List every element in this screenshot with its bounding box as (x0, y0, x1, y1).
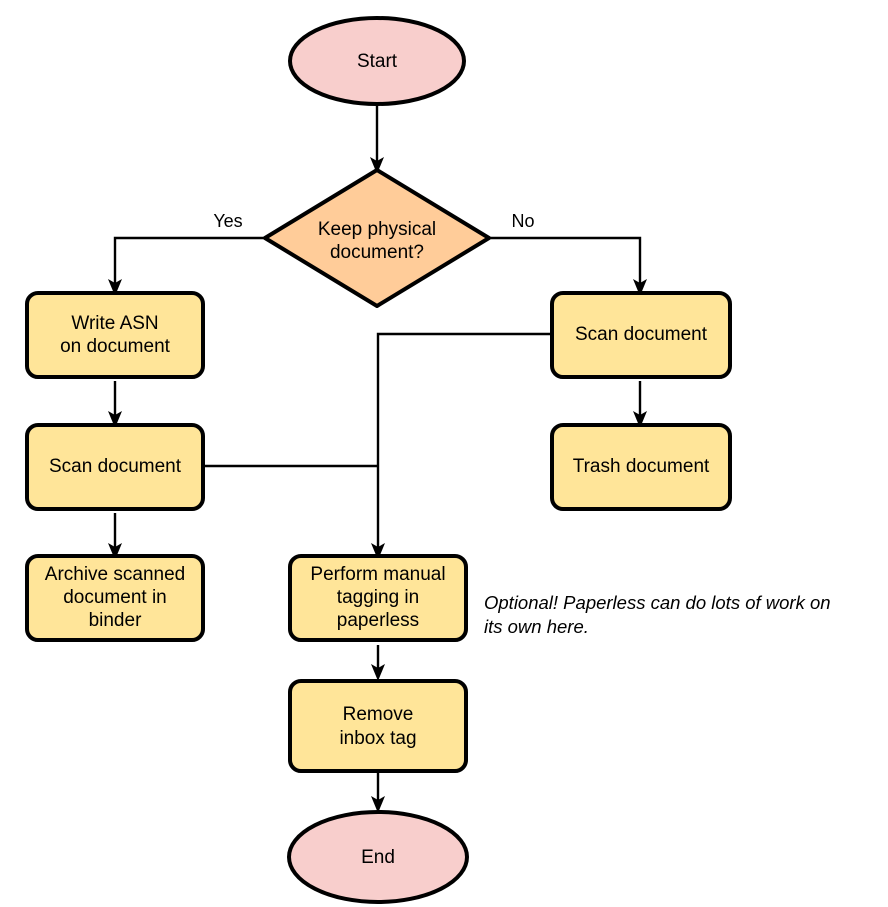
edge-tagging-to-remove-inbox (371, 645, 385, 681)
node-decision-label-line1: Keep physical (318, 219, 436, 240)
edge-decision-no-to-scan-right (490, 236, 647, 296)
node-scan-document-right-label: Scan document (575, 324, 708, 345)
edge-write-asn-to-scan-left (108, 381, 122, 428)
scan-document-right-box[interactable] (550, 291, 732, 379)
edge-remove-inbox-to-end (371, 773, 385, 813)
arrow-head-icon (370, 157, 384, 174)
edge-line (113, 236, 265, 285)
node-trash-document[interactable]: Trash document (550, 423, 732, 511)
node-write-asn-label-line1: Write ASN (71, 313, 158, 334)
node-write-asn-on-document[interactable]: Write ASN on document (25, 291, 205, 379)
node-archive-label-line1: Archive scanned (45, 564, 185, 585)
node-tagging-label-line3: paperless (337, 610, 419, 631)
scan-document-left-box[interactable] (25, 423, 205, 511)
edge-start-to-decision (370, 104, 384, 174)
node-decision-keep-physical-document[interactable]: Keep physical document? (263, 168, 491, 308)
node-remove-inbox-label-line2: inbox tag (339, 728, 416, 749)
perform-manual-tagging-box[interactable] (288, 554, 468, 642)
arrow-head-icon (633, 411, 647, 428)
arrow-head-icon (371, 543, 385, 560)
node-perform-manual-tagging[interactable]: Perform manual tagging in paperless (288, 554, 468, 642)
node-start-label: Start (357, 51, 398, 72)
node-archive-label-line3: binder (89, 610, 142, 631)
node-scan-document-left[interactable]: Scan document (25, 423, 205, 511)
arrow-head-icon (371, 664, 385, 681)
arrow-head-icon (371, 796, 385, 813)
node-tagging-label-line1: Perform manual (310, 564, 445, 585)
arrow-head-icon (108, 543, 122, 560)
edge-line (490, 236, 642, 285)
arrow-head-icon (108, 411, 122, 428)
edge-label-no: No (511, 211, 534, 231)
node-trash-document-label: Trash document (573, 456, 710, 477)
node-archive-label-line2: document in (63, 587, 167, 608)
node-scan-document-right[interactable]: Scan document (550, 291, 732, 379)
node-end-label: End (361, 847, 395, 868)
arrow-head-icon (633, 279, 647, 296)
node-end[interactable]: End (287, 810, 469, 904)
archive-document-box[interactable] (25, 554, 205, 642)
annotation-line1: Optional! Paperless can do lots of work … (484, 592, 831, 613)
node-write-asn-label-line2: on document (60, 336, 171, 357)
annotation-line2: its own here. (484, 616, 589, 637)
annotation-optional-note: Optional! Paperless can do lots of work … (484, 592, 831, 637)
arrow-head-icon (108, 279, 122, 296)
write-asn-box[interactable] (25, 291, 205, 379)
node-tagging-label-line2: tagging in (337, 587, 419, 608)
end-ellipse[interactable] (287, 810, 469, 904)
edge-label-yes: Yes (213, 211, 242, 231)
decision-diamond[interactable] (263, 168, 491, 308)
edge-decision-yes-to-write-asn (108, 236, 265, 296)
edge-line (376, 332, 552, 549)
node-remove-inbox-tag[interactable]: Remove inbox tag (288, 679, 468, 773)
start-ellipse[interactable] (288, 16, 466, 106)
node-scan-document-left-label: Scan document (49, 456, 182, 477)
edge-scan-left-to-archive (108, 513, 122, 560)
node-decision-label-line2: document? (330, 242, 424, 263)
edge-scan-right-to-tagging (371, 332, 552, 560)
edge-scan-right-to-trash (633, 381, 647, 428)
node-start[interactable]: Start (288, 16, 466, 106)
node-archive-scanned-document[interactable]: Archive scanned document in binder (25, 554, 205, 642)
node-remove-inbox-label-line1: Remove (343, 704, 414, 725)
remove-inbox-tag-box[interactable] (288, 679, 468, 773)
trash-document-box[interactable] (550, 423, 732, 511)
